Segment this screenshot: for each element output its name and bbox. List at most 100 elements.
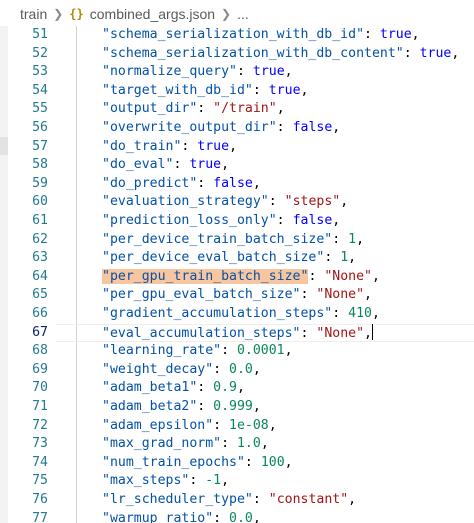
code-line[interactable]: 58"do_eval": true,	[0, 156, 474, 175]
code-editor[interactable]: 51"schema_serialization_with_db_id": tru…	[0, 26, 474, 523]
code-line[interactable]: 74 "num_train_epochs": 100,	[0, 454, 474, 473]
json-value: "None"	[324, 268, 372, 284]
code-line[interactable]: 52 "schema_serialization_with_db_content"…	[0, 45, 474, 64]
line-number: 76	[32, 492, 48, 507]
code-line[interactable]: 72"adam_epsilon": 1e-08,	[0, 417, 474, 436]
json-key: "per_device_eval_batch_size"	[102, 250, 325, 266]
code-line[interactable]: 61"prediction_loss_only": false,	[0, 212, 474, 231]
json-key: "adam_beta1"	[102, 380, 198, 396]
line-number: 73	[32, 436, 48, 452]
line-number: 66	[32, 306, 48, 321]
code-text: "gradient_accumulation_steps": 410,	[102, 306, 380, 321]
line-number: 57	[32, 138, 48, 154]
json-value: "None"	[316, 325, 365, 341]
code-line[interactable]: 69"weight_decay": 0.0,	[0, 361, 474, 380]
line-number: 72	[32, 417, 48, 433]
code-line[interactable]: 77 "warmup_ratio": 0.0,	[0, 510, 474, 523]
json-value: false	[292, 120, 333, 135]
code-line[interactable]: 55"output_dir": "/train",	[0, 100, 474, 119]
json-key: "do_eval"	[102, 157, 174, 173]
json-key: "output_dir"	[102, 101, 198, 117]
json-value: "constant"	[268, 492, 349, 507]
breadcrumb-file[interactable]: combined_args.json	[89, 6, 216, 22]
code-text: "normalize_query": true,	[102, 64, 293, 80]
line-number: 59	[32, 175, 48, 191]
code-text: "adam_beta2": 0.999,	[102, 399, 261, 414]
activity-strip	[0, 26, 8, 523]
json-key: "schema_serialization_with_db_content"	[102, 45, 404, 61]
line-number: 61	[32, 213, 48, 228]
json-key: "per_device_train_batch_size"	[102, 231, 333, 247]
code-line[interactable]: 76"lr_scheduler_type": "constant",	[0, 491, 474, 510]
json-value: 1	[340, 250, 349, 266]
line-number: 70	[32, 380, 48, 396]
json-value: true	[379, 27, 412, 42]
line-number: 53	[32, 64, 48, 80]
code-text: "adam_beta1": 0.9,	[102, 380, 245, 396]
code-line[interactable]: 60"evaluation_strategy": "steps",	[0, 193, 474, 212]
code-line[interactable]: 62"per_device_train_batch_size": 1,	[0, 231, 474, 250]
json-value: 0.9	[213, 380, 237, 396]
code-line[interactable]: 57"do_train": true,	[0, 138, 474, 157]
code-text: "per_gpu_train_batch_size": "None",	[102, 268, 380, 284]
line-number: 52	[32, 45, 48, 61]
code-line[interactable]: 75 "max_steps": -1,	[0, 472, 474, 491]
json-key: "max_steps"	[102, 473, 190, 489]
line-number: 75	[32, 473, 48, 489]
json-value: true	[252, 64, 285, 80]
code-line[interactable]: 53 "normalize_query": true,	[0, 63, 474, 82]
json-key: "schema_serialization_with_db_id"	[102, 27, 365, 42]
code-text: "do_predict": false,	[102, 175, 261, 191]
json-key: "do_train"	[102, 138, 182, 154]
json-value: 410	[348, 306, 372, 321]
current-line-highlight	[56, 323, 474, 343]
line-number: 51	[32, 27, 48, 42]
code-line[interactable]: 70 "adam_beta1": 0.9,	[0, 379, 474, 398]
code-line[interactable]: 73"max_grad_norm": 1.0,	[0, 435, 474, 454]
code-text: "learning_rate": 0.0001,	[102, 343, 293, 359]
code-line[interactable]: 64"per_gpu_train_batch_size": "None",	[0, 268, 474, 287]
json-key: "overwrite_output_dir"	[102, 120, 277, 135]
indent-guide	[76, 26, 77, 523]
line-number: 69	[32, 361, 48, 377]
code-line[interactable]: 67"eval_accumulation_steps": "None",	[0, 323, 474, 343]
json-key: "per_gpu_train_batch_size"	[102, 268, 309, 284]
line-number: 62	[32, 231, 48, 247]
json-key: "num_train_epochs"	[102, 454, 245, 470]
code-line[interactable]: 68 "learning_rate": 0.0001,	[0, 342, 474, 361]
code-text: "per_device_eval_batch_size": 1,	[102, 250, 357, 266]
chevron-right-icon: ❯	[221, 7, 232, 21]
code-line[interactable]: 51"schema_serialization_with_db_id": tru…	[0, 26, 474, 45]
json-value: 1	[348, 231, 357, 247]
json-key: "adam_beta2"	[102, 399, 198, 414]
code-text: "overwrite_output_dir": false,	[102, 120, 341, 135]
json-value: true	[268, 82, 301, 98]
json-key: "eval_accumulation_steps"	[102, 325, 301, 341]
text-cursor	[371, 323, 373, 340]
json-value: true	[419, 45, 452, 61]
line-number: 54	[32, 82, 48, 98]
code-text: "max_steps": -1,	[102, 473, 230, 489]
json-key: "per_gpu_eval_batch_size"	[102, 287, 301, 303]
breadcrumb-folder-train[interactable]: train	[20, 6, 48, 22]
line-number: 74	[32, 454, 48, 470]
json-key: "adam_epsilon"	[102, 417, 214, 433]
code-text: "num_train_epochs": 100,	[102, 454, 293, 470]
code-text: "output_dir": "/train",	[102, 101, 285, 117]
line-number: 67	[32, 324, 48, 340]
breadcrumb-symbol-ellipsis[interactable]: ...	[237, 6, 249, 22]
json-value: true	[197, 138, 230, 154]
chevron-right-icon: ❯	[53, 7, 64, 21]
code-text: "warmup_ratio": 0.0,	[102, 510, 261, 523]
line-number: 68	[32, 343, 48, 359]
line-number: 77	[32, 510, 48, 523]
code-line[interactable]: 56"overwrite_output_dir": false,	[0, 119, 474, 138]
code-line[interactable]: 54"target_with_db_id": true,	[0, 82, 474, 101]
code-text: "per_gpu_eval_batch_size": "None",	[102, 287, 372, 303]
code-line[interactable]: 66 "gradient_accumulation_steps": 410,	[0, 305, 474, 324]
code-line[interactable]: 59 "do_predict": false,	[0, 175, 474, 194]
json-value: 0.999	[213, 399, 253, 414]
code-line[interactable]: 71"adam_beta2": 0.999,	[0, 398, 474, 417]
code-line[interactable]: 65"per_gpu_eval_batch_size": "None",	[0, 286, 474, 305]
code-line[interactable]: 63"per_device_eval_batch_size": 1,	[0, 249, 474, 268]
